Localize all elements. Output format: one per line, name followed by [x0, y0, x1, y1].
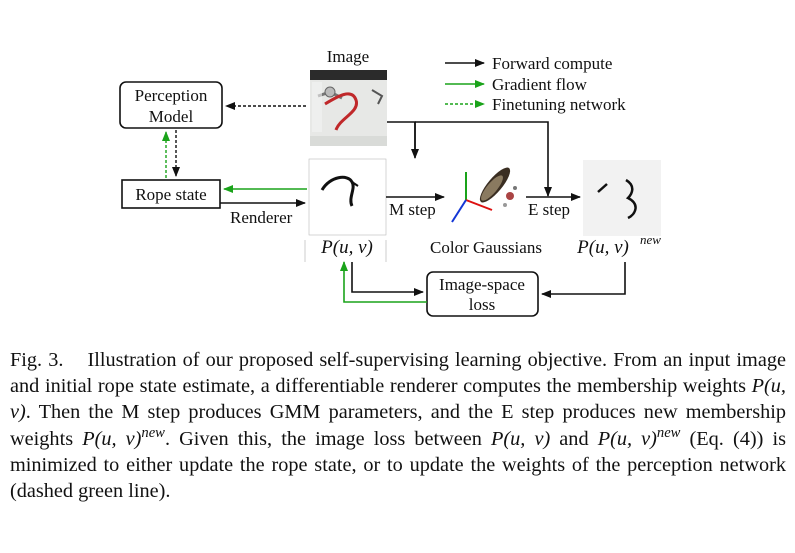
pipeline-diagram: Forward compute Gradient flow Finetuning… [119, 47, 661, 317]
perception-label-2: Model [149, 107, 194, 126]
legend-finetune: Finetuning network [492, 95, 626, 114]
legend-gradient: Gradient flow [492, 75, 588, 94]
perception-label-1: Perception [135, 86, 208, 105]
caption-text-4: and [550, 427, 598, 450]
caption-text-3: . Given this, the image loss between [164, 427, 492, 450]
legend-forward: Forward compute [492, 54, 612, 73]
puv-new-label: P(u, v) [576, 237, 629, 258]
m-step-label: M step [389, 200, 436, 219]
input-image [310, 70, 387, 146]
loss-box [426, 271, 539, 317]
diagram-arrows [162, 102, 626, 303]
figure-caption: Fig. 3.Illustration of our proposed self… [10, 347, 786, 504]
rope-state-box [121, 179, 221, 209]
loss-label-1: Image-space [439, 275, 525, 294]
renderer-label: Renderer [230, 208, 293, 227]
caption-label: Fig. 3. [10, 349, 64, 371]
caption-text-2: . Then the M step produces GMM parameter… [10, 401, 786, 450]
legend: Forward compute Gradient flow Finetuning… [445, 54, 626, 114]
e-step-label: E step [528, 200, 570, 219]
image-title: Image [327, 47, 369, 66]
caption-text-1: Illustration of our proposed self-superv… [10, 349, 786, 398]
caption-text-5: (Eq. (4)) is minimized to either update … [10, 427, 786, 503]
updated-membership-image [583, 160, 661, 236]
caption-math-4-sup: new [656, 424, 681, 441]
rendered-membership-image [308, 158, 387, 236]
color-gaussians-plot [448, 160, 526, 236]
puv-new-sup: new [640, 232, 661, 247]
caption-math-4: P(u, v) [597, 427, 657, 450]
rope-state-label: Rope state [135, 185, 206, 204]
caption-math-2: P(u, v) [82, 427, 142, 450]
puv-label: P(u, v) [320, 237, 373, 258]
loss-label-2: loss [469, 295, 495, 314]
caption-math-1: P(u, v) [10, 375, 786, 424]
caption-math-3: P(u, v) [491, 427, 551, 450]
perception-model-box [119, 81, 223, 129]
color-gaussians-label: Color Gaussians [430, 238, 542, 257]
caption-math-2-sup: new [141, 424, 165, 441]
